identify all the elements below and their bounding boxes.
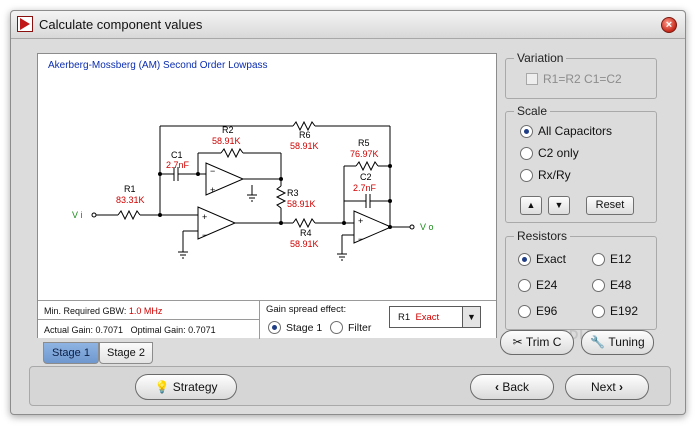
- scale-down-button[interactable]: ▼: [548, 196, 570, 215]
- radio-icon: [592, 253, 605, 266]
- resistor-e48[interactable]: E48: [592, 278, 631, 292]
- scale-rx-ry[interactable]: Rx/Ry: [520, 168, 571, 182]
- chevron-right-icon: ›: [619, 380, 624, 394]
- radio-icon: [518, 279, 531, 292]
- scale-title: Scale: [514, 104, 551, 118]
- wrench-icon: 🔧: [590, 335, 606, 349]
- svg-text:−: −: [202, 230, 207, 240]
- radio-selected-icon: [268, 321, 281, 334]
- min-gbw-value: 1.0 MHz: [128, 306, 163, 316]
- min-gbw-label: Min. Required GBW:: [44, 306, 127, 316]
- variation-title: Variation: [514, 51, 567, 65]
- r1-select-value: Exact: [415, 312, 440, 323]
- tuning-button[interactable]: 🔧 Tuning: [581, 330, 654, 355]
- gain-spread-stage1[interactable]: Stage 1: [268, 321, 322, 334]
- app-icon: [17, 16, 33, 32]
- trim-c-button[interactable]: ✂ Trim C: [500, 330, 574, 355]
- r3-value: 58.91K: [287, 199, 316, 209]
- radio-icon: [330, 321, 343, 334]
- r1-value: 83.31K: [116, 195, 145, 205]
- resistor-e24[interactable]: E24: [518, 278, 557, 292]
- optimal-gain: Optimal Gain: 0.7071: [130, 325, 216, 335]
- circuit-schematic: −+ +− +− V i V o R1 83.31K R2 58.91K R6 …: [72, 120, 434, 261]
- info-bar: Min. Required GBW: 1.0 MHz Actual Gain: …: [38, 300, 496, 339]
- scale-group: Scale All Capacitors C2 only Rx/Ry ▲ ▼ R…: [505, 104, 657, 223]
- resistor-e96[interactable]: E96: [518, 304, 557, 318]
- radio-selected-icon: [520, 125, 533, 138]
- arrow-down-icon: ▼: [554, 200, 564, 210]
- r6-name: R6: [299, 130, 311, 140]
- variation-group: Variation R1=R2 C1=C2: [505, 51, 657, 99]
- c2-name: C2: [360, 172, 372, 182]
- svg-text:+: +: [358, 216, 363, 226]
- r1-value-select[interactable]: R1 Exact ▼: [389, 306, 481, 328]
- r1-select-name: R1: [398, 312, 411, 323]
- r6-value: 58.91K: [290, 141, 319, 151]
- scale-c2-only[interactable]: C2 only: [520, 146, 579, 160]
- reset-button[interactable]: Reset: [586, 196, 634, 215]
- scale-up-button[interactable]: ▲: [520, 196, 542, 215]
- close-icon[interactable]: ×: [661, 17, 677, 33]
- resistor-exact[interactable]: Exact: [518, 252, 566, 266]
- r4-value: 58.91K: [290, 239, 319, 249]
- back-button[interactable]: ‹ Back: [470, 374, 554, 400]
- r5-name: R5: [358, 138, 370, 148]
- variation-checkbox[interactable]: R1=R2 C1=C2: [526, 72, 622, 86]
- schematic-panel: Akerberg-Mossberg (AM) Second Order Lowp…: [37, 53, 497, 339]
- filter-title: Akerberg-Mossberg (AM) Second Order Lowp…: [48, 60, 268, 71]
- chevron-down-icon[interactable]: ▼: [462, 307, 480, 327]
- navigation-bar: 💡 Strategy ‹ Back Next ›: [29, 366, 671, 406]
- svg-text:−: −: [358, 234, 363, 244]
- c1-value: 2.7nF: [166, 160, 190, 170]
- r3-name: R3: [287, 188, 299, 198]
- radio-icon: [520, 147, 533, 160]
- c1-name: C1: [171, 150, 183, 160]
- gain-info: Min. Required GBW: 1.0 MHz Actual Gain: …: [38, 301, 260, 339]
- resistor-e192[interactable]: E192: [592, 304, 638, 318]
- r5-value: 76.97K: [350, 149, 379, 159]
- svg-text:−: −: [210, 166, 215, 176]
- resistors-title: Resistors: [514, 229, 571, 243]
- gain-spread-label: Gain spread effect:: [266, 304, 347, 315]
- input-label: V i: [72, 210, 83, 220]
- arrow-up-icon: ▲: [526, 200, 536, 210]
- title-bar: Calculate component values ×: [11, 11, 685, 39]
- checkbox-icon: [526, 73, 538, 85]
- tab-stage-2[interactable]: Stage 2: [99, 342, 153, 364]
- next-button[interactable]: Next ›: [565, 374, 649, 400]
- resistors-group: Resistors Exact E12 E24 E48 E96 E192: [505, 229, 657, 330]
- radio-selected-icon: [518, 253, 531, 266]
- gain-row: Actual Gain: 0.7071 Optimal Gain: 0.7071: [38, 320, 260, 339]
- min-gbw-row: Min. Required GBW: 1.0 MHz: [38, 301, 260, 320]
- svg-text:+: +: [210, 185, 215, 195]
- c2-value: 2.7nF: [353, 183, 377, 193]
- svg-text:+: +: [202, 212, 207, 222]
- radio-icon: [592, 305, 605, 318]
- radio-icon: [518, 305, 531, 318]
- r1-name: R1: [124, 184, 136, 194]
- chevron-left-icon: ‹: [494, 380, 499, 394]
- radio-icon: [520, 169, 533, 182]
- lightbulb-icon: 💡: [154, 380, 170, 394]
- scissors-icon: ✂: [512, 335, 523, 349]
- r4-name: R4: [300, 228, 312, 238]
- window-title: Calculate component values: [39, 17, 203, 32]
- actual-gain: Actual Gain: 0.7071: [44, 325, 124, 335]
- scale-all-capacitors[interactable]: All Capacitors: [520, 124, 612, 138]
- r2-name: R2: [222, 125, 234, 135]
- output-label: V o: [420, 222, 434, 232]
- resistor-e12[interactable]: E12: [592, 252, 631, 266]
- main-window: Calculate component values × Akerberg-Mo…: [10, 10, 686, 415]
- r2-value: 58.91K: [212, 136, 241, 146]
- strategy-button[interactable]: 💡 Strategy: [135, 374, 237, 400]
- tab-stage-1[interactable]: Stage 1: [43, 342, 99, 364]
- gain-spread-filter[interactable]: Filter: [330, 321, 371, 334]
- radio-icon: [592, 279, 605, 292]
